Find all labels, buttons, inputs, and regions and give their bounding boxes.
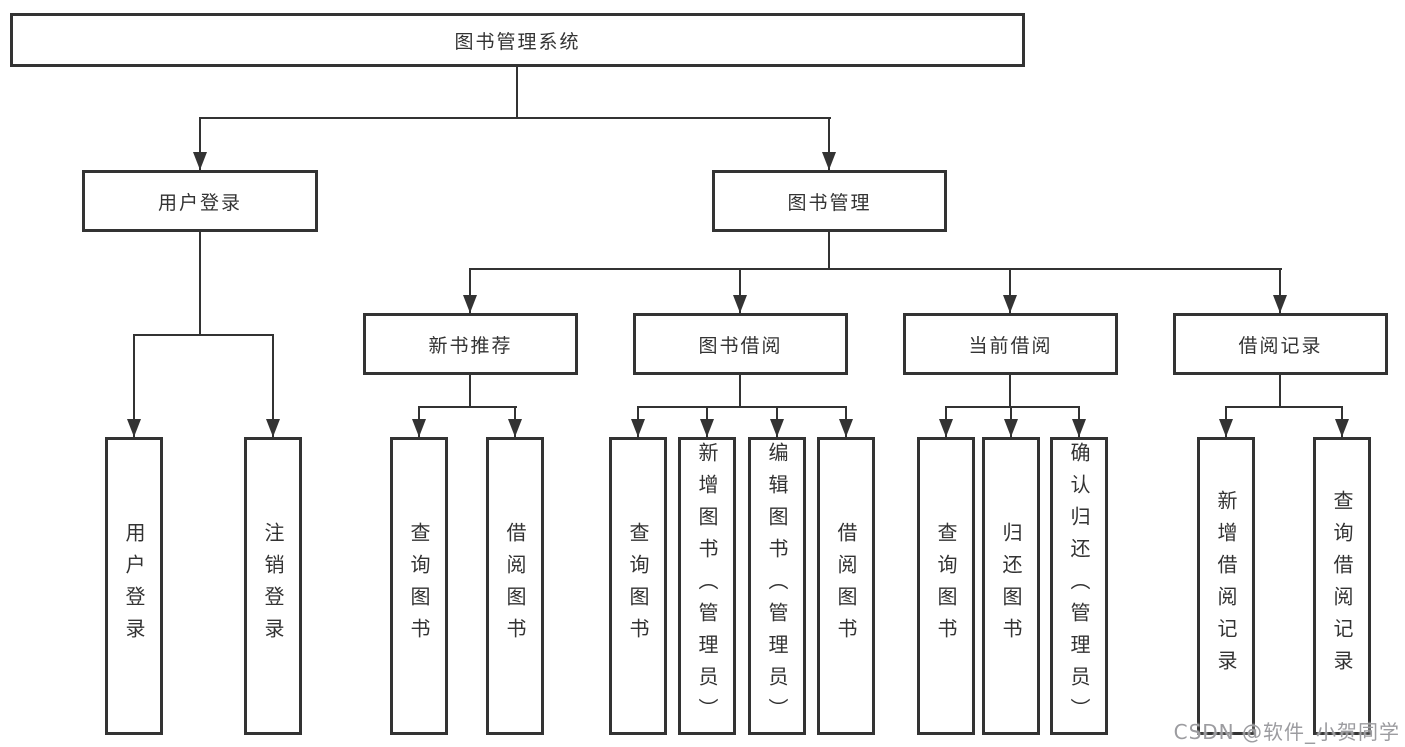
- connector-g2-rail: [418, 406, 517, 408]
- connector-drop-current-borrow: [1009, 268, 1011, 313]
- arrowhead-new-book-recommend: [463, 295, 477, 313]
- leaf-add-borrow-record: 新增借阅记录: [1197, 437, 1255, 735]
- leaf-user-login-label: 用户登录: [122, 522, 146, 650]
- leaf-confirm-return-admin: 确认归还（管理员）: [1050, 437, 1108, 735]
- node-user-login: 用户登录: [82, 170, 318, 232]
- node-new-book-recommend-label: 新书推荐: [428, 334, 513, 357]
- connector-drop-new-book-recommend: [469, 268, 471, 313]
- node-borrow-records-label: 借阅记录: [1238, 334, 1323, 357]
- connector-user-login-stem: [199, 232, 201, 336]
- node-book-borrow-label: 图书借阅: [698, 334, 783, 357]
- leaf-query-books-3-label: 查询图书: [934, 522, 958, 650]
- leaf-borrow-books-1: 借阅图书: [486, 437, 544, 735]
- leaf-confirm-return-admin-label: 确认归还（管理员）: [1067, 442, 1091, 730]
- leaf-return-book-label: 归还图书: [999, 522, 1023, 650]
- arrowhead-g2-1: [412, 419, 426, 437]
- connector-g3-stem: [739, 375, 741, 408]
- connector-rail-level2: [199, 117, 831, 119]
- connector-g3-rail: [637, 406, 847, 408]
- node-book-management: 图书管理: [712, 170, 947, 232]
- leaf-query-books-2: 查询图书: [609, 437, 667, 735]
- leaf-return-book: 归还图书: [982, 437, 1040, 735]
- node-user-login-label: 用户登录: [157, 191, 242, 214]
- arrowhead-g4-3: [1072, 419, 1086, 437]
- leaf-borrow-books-2-label: 借阅图书: [834, 522, 858, 650]
- connector-rail-level3: [469, 268, 1282, 270]
- arrowhead-book-borrow: [733, 295, 747, 313]
- connector-drop-leaf-logout: [272, 334, 274, 437]
- connector-drop-borrow-records: [1279, 268, 1281, 313]
- arrowhead-g2-2: [508, 419, 522, 437]
- arrowhead-current-borrow: [1003, 295, 1017, 313]
- arrowhead-leaf-login: [127, 419, 141, 437]
- leaf-edit-book-admin: 编辑图书（管理员）: [748, 437, 806, 735]
- leaf-query-books-1-label: 查询图书: [407, 522, 431, 650]
- connector-g5-stem: [1279, 375, 1281, 408]
- connector-drop-book-borrow: [739, 268, 741, 313]
- arrowhead-g3-2: [700, 419, 714, 437]
- leaf-query-books-2-label: 查询图书: [626, 522, 650, 650]
- leaf-query-books-1: 查询图书: [390, 437, 448, 735]
- arrowhead-user-login: [193, 152, 207, 170]
- node-root: 图书管理系统: [10, 13, 1025, 67]
- connector-drop-book-management: [828, 117, 830, 170]
- arrowhead-borrow-records: [1273, 295, 1287, 313]
- connector-book-management-stem: [828, 232, 830, 270]
- leaf-add-book-admin-label: 新增图书（管理员）: [695, 442, 719, 730]
- arrowhead-g3-3: [770, 419, 784, 437]
- arrowhead-g5-2: [1335, 419, 1349, 437]
- connector-g5-rail: [1225, 406, 1343, 408]
- leaf-query-borrow-record-label: 查询借阅记录: [1330, 490, 1354, 682]
- connector-g4-rail: [945, 406, 1080, 408]
- arrowhead-leaf-logout: [266, 419, 280, 437]
- connector-root-stem: [516, 67, 518, 118]
- arrowhead-g3-1: [631, 419, 645, 437]
- leaf-query-books-3: 查询图书: [917, 437, 975, 735]
- arrowhead-g4-2: [1004, 419, 1018, 437]
- connector-g4-stem: [1009, 375, 1011, 408]
- connector-drop-user-login: [199, 117, 201, 170]
- leaf-borrow-books-1-label: 借阅图书: [503, 522, 527, 650]
- node-borrow-records: 借阅记录: [1173, 313, 1388, 375]
- csdn-watermark: CSDN @软件_小贺同学: [1173, 720, 1400, 744]
- node-book-management-label: 图书管理: [787, 191, 872, 214]
- arrowhead-g4-1: [939, 419, 953, 437]
- leaf-query-borrow-record: 查询借阅记录: [1313, 437, 1371, 735]
- arrowhead-book-management: [822, 152, 836, 170]
- leaf-edit-book-admin-label: 编辑图书（管理员）: [765, 442, 789, 730]
- connector-rail-user-login: [133, 334, 274, 336]
- leaf-logout: 注销登录: [244, 437, 302, 735]
- connector-g2-stem: [469, 375, 471, 408]
- leaf-add-book-admin: 新增图书（管理员）: [678, 437, 736, 735]
- node-root-label: 图书管理系统: [454, 30, 581, 53]
- leaf-add-borrow-record-label: 新增借阅记录: [1214, 490, 1238, 682]
- leaf-logout-label: 注销登录: [261, 522, 285, 650]
- arrowhead-g5-1: [1219, 419, 1233, 437]
- leaf-user-login: 用户登录: [105, 437, 163, 735]
- node-current-borrow-label: 当前借阅: [968, 334, 1053, 357]
- leaf-borrow-books-2: 借阅图书: [817, 437, 875, 735]
- node-new-book-recommend: 新书推荐: [363, 313, 578, 375]
- node-current-borrow: 当前借阅: [903, 313, 1118, 375]
- node-book-borrow: 图书借阅: [633, 313, 848, 375]
- connector-drop-leaf-login: [133, 334, 135, 437]
- arrowhead-g3-4: [839, 419, 853, 437]
